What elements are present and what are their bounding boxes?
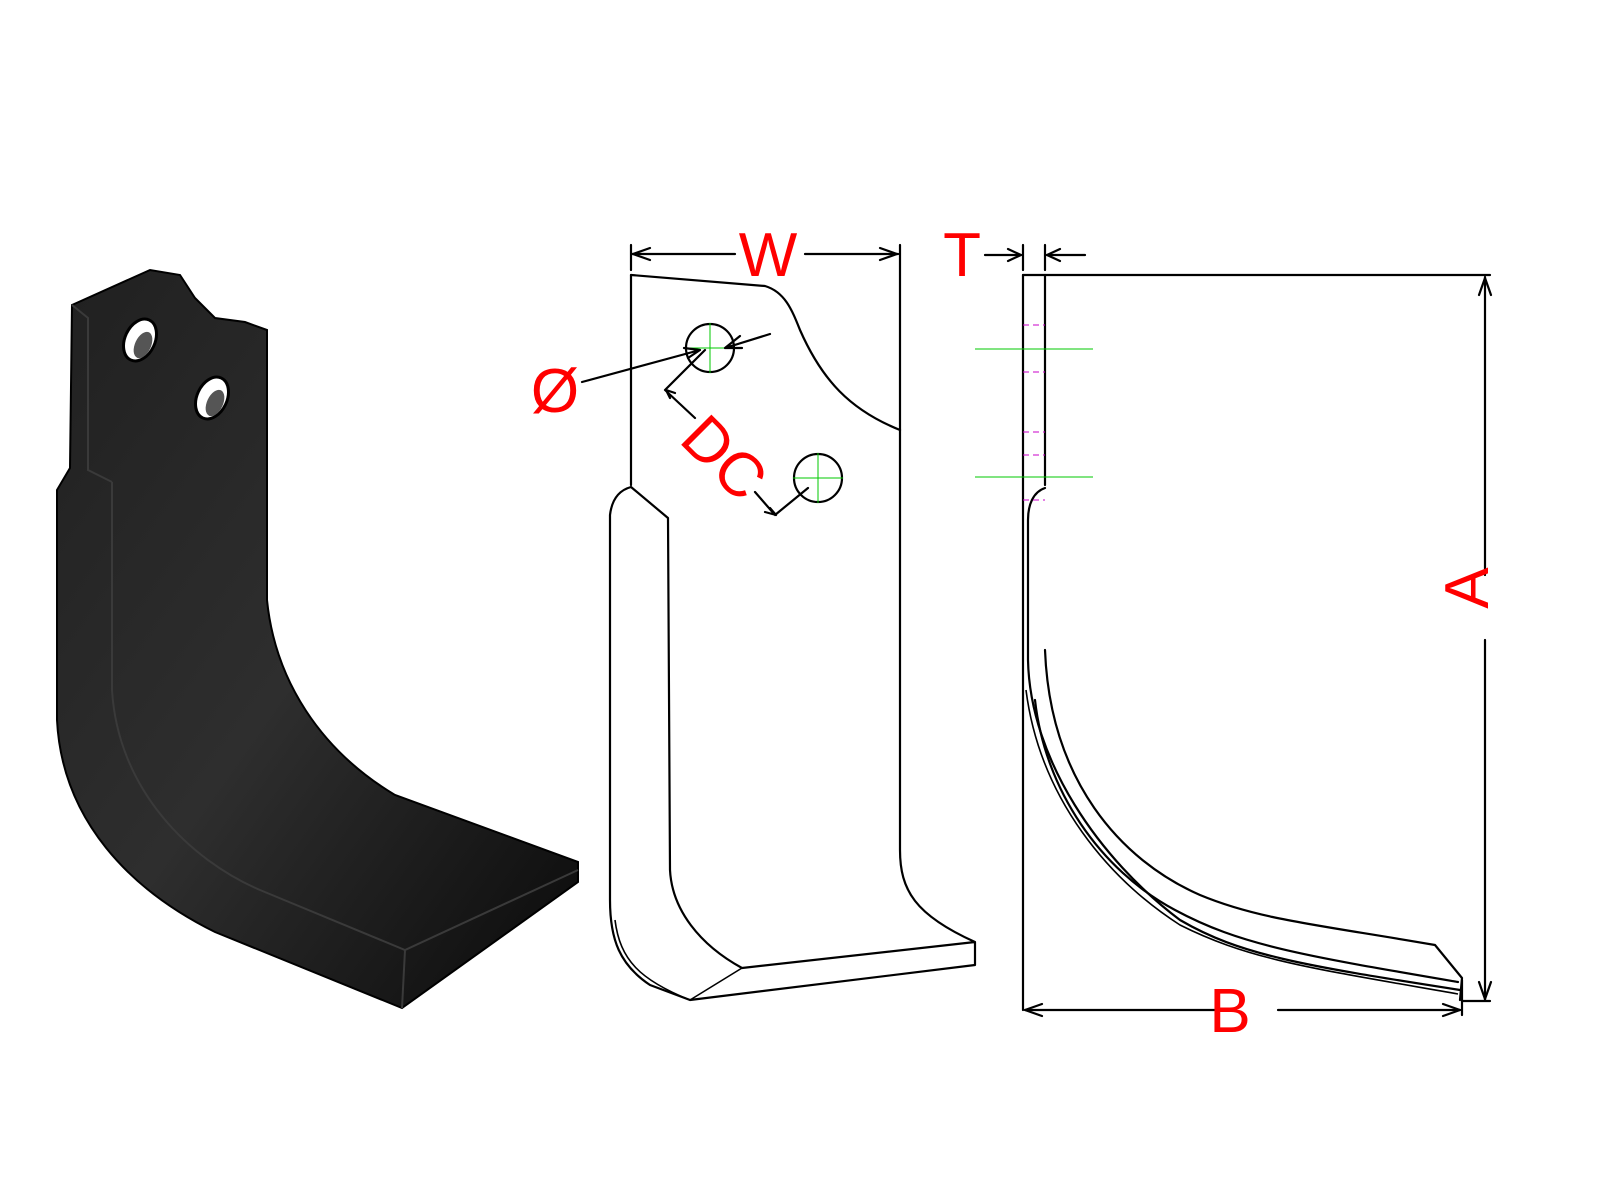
reach-dimension — [1023, 978, 1464, 1018]
blade-side-view — [975, 243, 1493, 1018]
blade-front-view — [580, 243, 977, 1002]
hole-distance-label: DC — [668, 402, 780, 514]
thickness-dimension — [983, 243, 1087, 272]
height-label: A — [1433, 567, 1502, 609]
thickness-label: T — [943, 221, 981, 290]
height-dimension — [1460, 275, 1493, 1003]
reach-label: B — [1209, 977, 1250, 1046]
blade-3d-render — [56, 268, 579, 1010]
width-label: W — [739, 221, 798, 290]
hole-diameter-label: Ø — [531, 357, 579, 426]
width-dimension — [629, 243, 902, 432]
